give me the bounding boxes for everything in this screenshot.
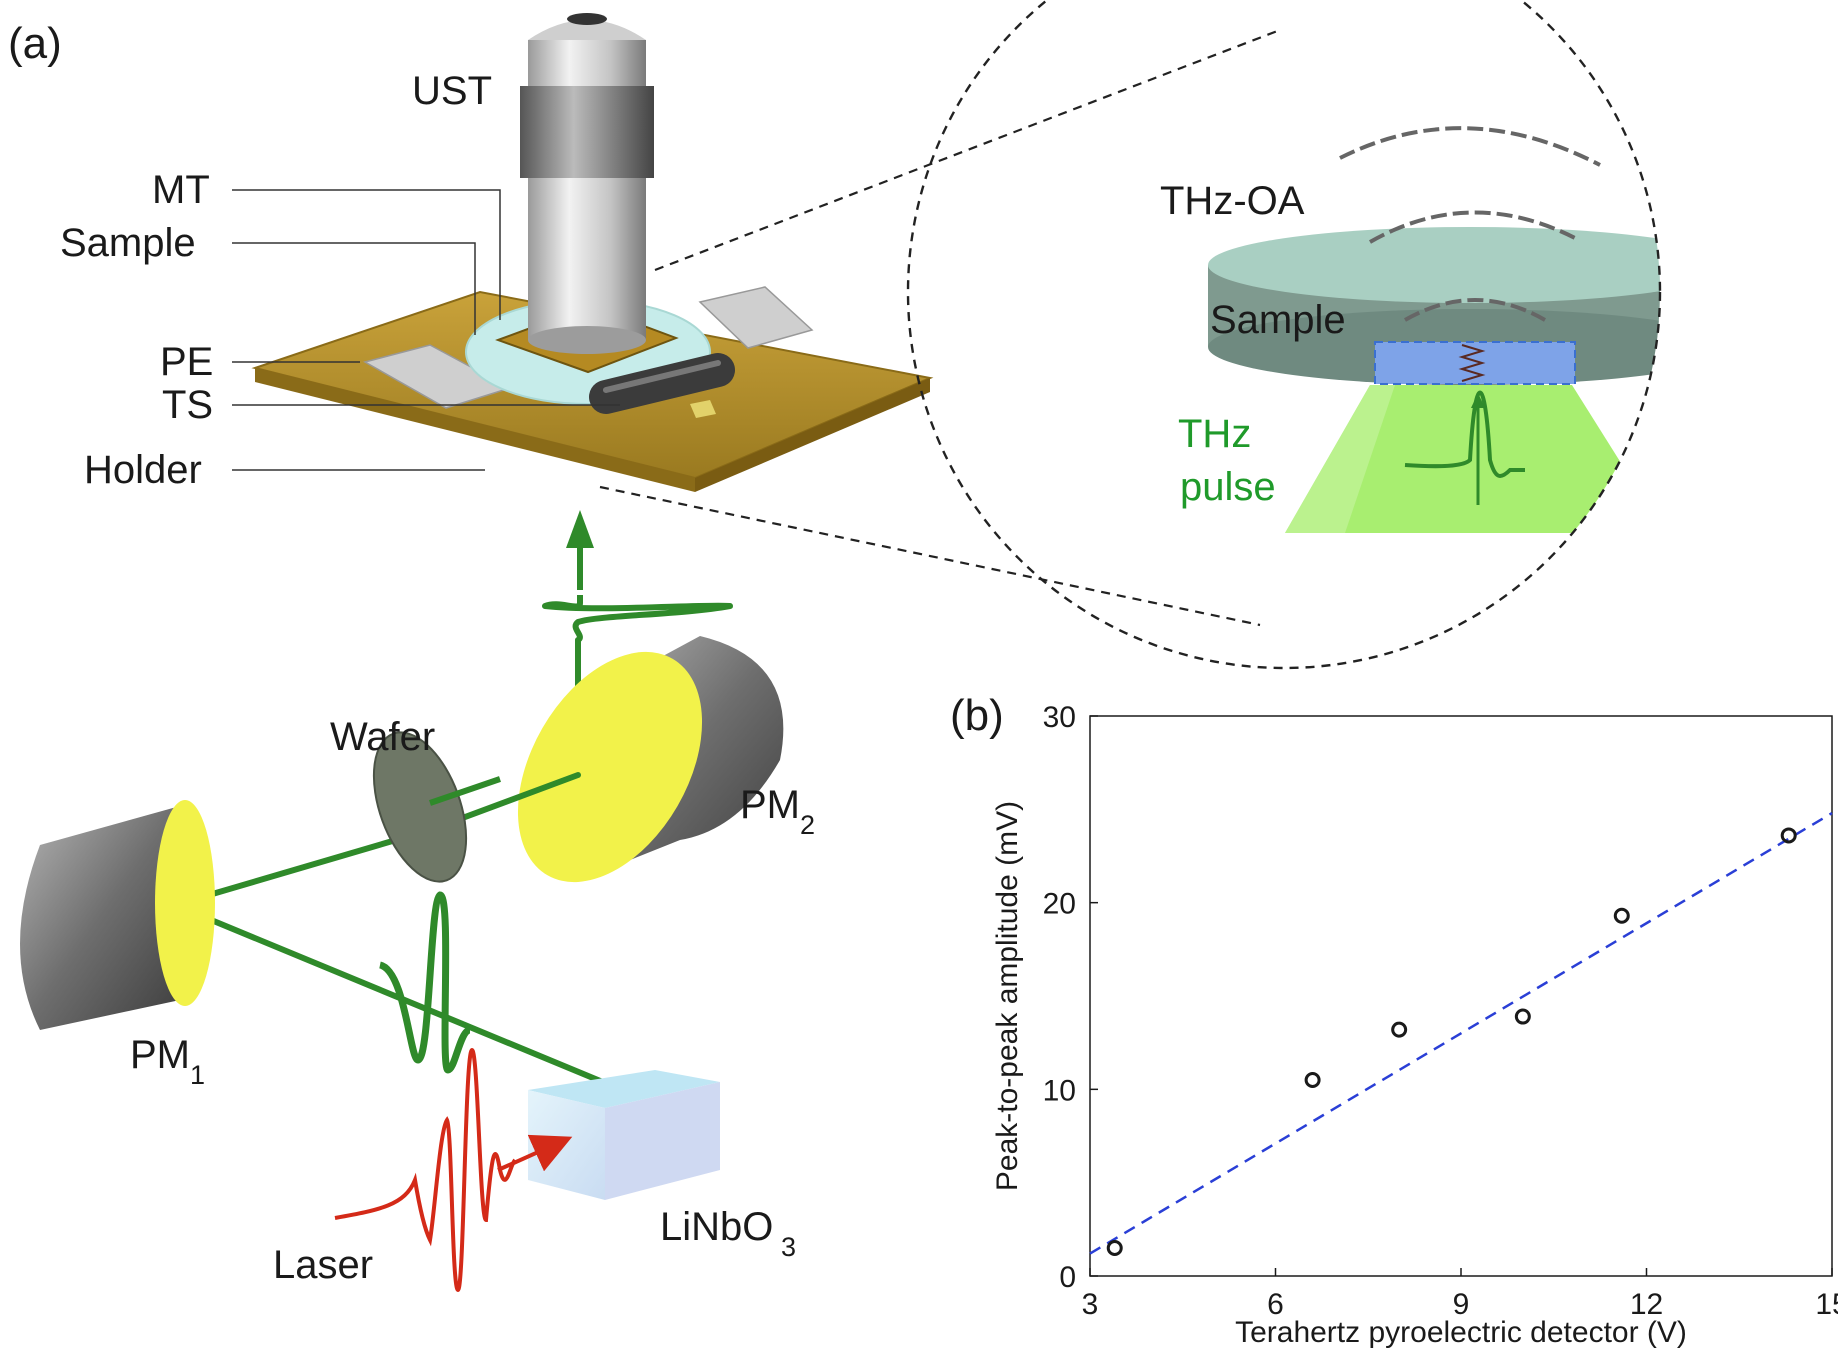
y-axis-ticks: 0 10 20 30 <box>1043 701 1098 1294</box>
scatter-chart: 3 6 9 12 15 0 10 20 30 Terahertz pyroelectric d… <box>991 701 1838 1349</box>
inset-label-sample: Sample <box>1210 298 1346 342</box>
inset-label-thz-oa: THz-OA <box>1160 179 1305 223</box>
y-tick-label: 20 <box>1043 888 1076 921</box>
label-linbo3: LiNbO 3 <box>660 1205 796 1262</box>
x-tick-label: 12 <box>1630 1288 1663 1321</box>
x-tick-label: 6 <box>1267 1288 1284 1321</box>
leader-lines <box>232 189 620 471</box>
pm2-mirror <box>517 636 784 883</box>
fit-line <box>1089 811 1833 1255</box>
thz-pulse-upper <box>542 595 733 775</box>
y-tick-label: 10 <box>1043 1074 1076 1107</box>
data-point <box>1780 827 1797 844</box>
thz-oa-wavefronts <box>1339 126 1601 322</box>
panel-a-label: (a) <box>8 19 62 68</box>
svg-text:PM: PM <box>740 783 800 827</box>
data-point <box>1304 1072 1321 1088</box>
svg-text:LiNbO: LiNbO <box>660 1205 773 1249</box>
label-ust: UST <box>412 69 492 113</box>
thz-pulse-lower <box>378 891 472 1074</box>
x-axis-ticks: 3 6 9 12 15 <box>1082 1268 1838 1321</box>
data-points <box>1106 827 1797 1256</box>
inset-label-pulse: pulse <box>1180 465 1276 509</box>
y-tick-label: 30 <box>1043 701 1076 734</box>
label-linbo3-sub: 3 <box>781 1232 796 1262</box>
pe-electrode-right <box>698 286 814 349</box>
label-pm2: PM 2 <box>740 783 815 840</box>
inset-label-thz: THz <box>1178 412 1251 456</box>
plot-frame <box>1089 715 1833 1277</box>
thermal-sensor <box>589 353 735 414</box>
y-tick-label: 0 <box>1059 1261 1076 1294</box>
pm1-mirror <box>20 800 215 1030</box>
x-axis-label: Terahertz pyroelectric detector (V) <box>1235 1316 1687 1349</box>
sample-holder-assembly <box>251 13 934 492</box>
inset-circle <box>906 0 1662 670</box>
thz-arrow-up <box>566 510 594 590</box>
label-sample: Sample <box>60 221 196 265</box>
label-ts: TS <box>162 383 213 427</box>
label-pm1-sub: 1 <box>190 1060 205 1090</box>
inset-thz-pulse <box>1404 390 1525 478</box>
ust-body <box>528 40 646 340</box>
label-wafer: Wafer <box>330 715 435 759</box>
label-laser: Laser <box>273 1243 373 1287</box>
label-mt: MT <box>152 168 210 212</box>
data-point <box>1514 1008 1531 1025</box>
x-tick-label: 3 <box>1082 1288 1099 1321</box>
ust-knurl-band <box>520 86 654 178</box>
label-pm1: PM 1 <box>130 1033 205 1090</box>
zoom-inset: THz-OA Sample THz pulse <box>906 0 1662 670</box>
linbo3-crystal <box>528 1070 720 1200</box>
svg-text:PM: PM <box>130 1033 190 1077</box>
fit-line-group <box>1089 811 1833 1255</box>
laser-pulse <box>334 1047 573 1293</box>
x-tick-label: 15 <box>1815 1288 1838 1321</box>
data-point <box>1106 1240 1123 1256</box>
data-point <box>1613 907 1630 924</box>
label-pm2-sub: 2 <box>800 810 815 840</box>
x-tick-label: 9 <box>1453 1288 1470 1321</box>
data-point <box>1391 1021 1408 1038</box>
label-pe: PE <box>160 340 213 384</box>
inset-sample <box>1208 227 1660 303</box>
y-axis-label: Peak-to-peak amplitude (mV) <box>991 801 1024 1191</box>
panel-b-label: (b) <box>950 691 1004 740</box>
zoom-lines <box>599 28 1281 627</box>
label-holder: Holder <box>84 448 202 492</box>
